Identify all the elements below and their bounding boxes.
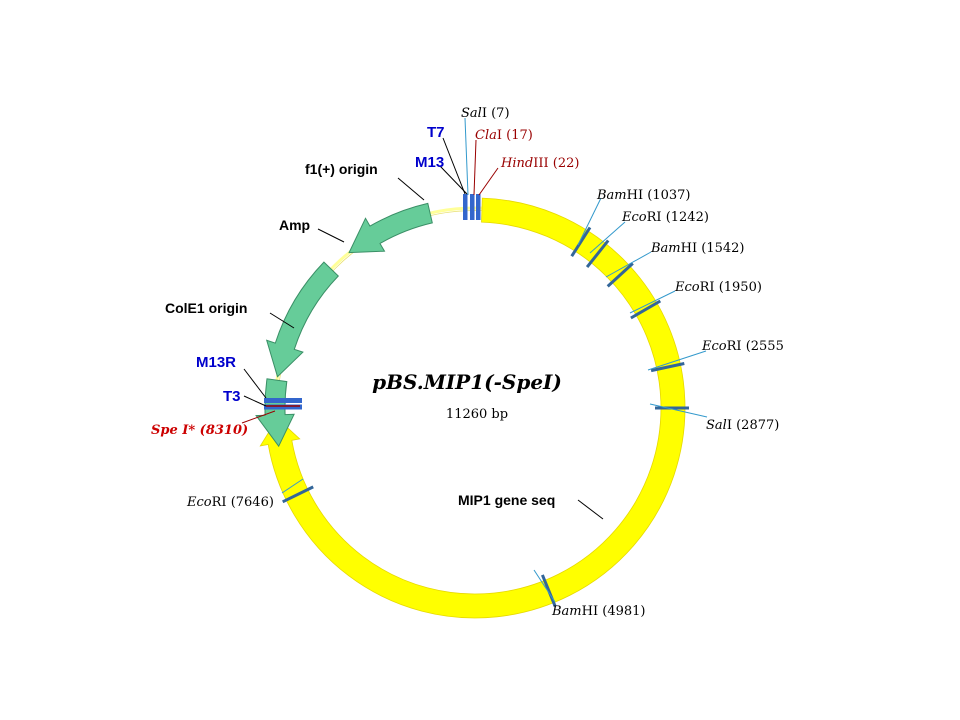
- cole1-origin-arrow: [255, 378, 295, 448]
- site-pos: (1950): [719, 280, 762, 295]
- leader-f1-origin: [397, 177, 425, 201]
- insert-arc: [259, 197, 686, 619]
- leader-m13r: [243, 368, 267, 399]
- f1-origin-arrow: [348, 202, 433, 254]
- site-suffix: I: [482, 106, 487, 121]
- site-name: Eco: [186, 495, 212, 510]
- site-suffix: HI: [681, 241, 697, 256]
- site-name: Bam: [650, 241, 681, 256]
- site-name: Bam: [596, 188, 627, 203]
- site-name: Bam: [551, 604, 582, 619]
- plasmid-size: 11260 bp: [446, 407, 508, 422]
- site-label-ecori-7646: EcoRI (7646): [186, 495, 274, 510]
- m13-primer-label: M13: [415, 154, 444, 171]
- site-pos: (7): [491, 106, 509, 121]
- leader-bamhi-1037: [577, 197, 602, 246]
- site-label-ecori-1950: EcoRI (1950): [674, 280, 762, 295]
- leader-ecori-7646: [281, 478, 304, 494]
- site-suffix: RI: [727, 339, 742, 354]
- leader-hindiii-22: [478, 167, 499, 196]
- t3-primer-label: T3: [223, 388, 241, 405]
- cole1-origin-label: ColE1 origin: [165, 300, 247, 316]
- site-tick-bamhi-1542: [606, 262, 634, 288]
- leader-sali-2877: [649, 403, 708, 418]
- site-suffix: III: [533, 156, 548, 171]
- spei-site-label: Spe I* (8310): [151, 423, 248, 438]
- site-label-sali-7: SalI (7): [461, 106, 510, 121]
- site-tick-ecori-2555: [650, 362, 685, 373]
- site-tick-bamhi-4981: [541, 574, 557, 607]
- t3-primer-block: [264, 404, 302, 410]
- site-name: Eco: [701, 339, 727, 354]
- site-name: Cla: [475, 128, 497, 143]
- site-suffix: HI: [582, 604, 598, 619]
- site-name: Hind: [500, 156, 533, 171]
- site-pos: (22): [553, 156, 580, 171]
- mip1-gene-label: MIP1 gene seq: [458, 492, 555, 508]
- amp-label: Amp: [279, 217, 310, 233]
- leader-clai-17: [473, 139, 477, 196]
- site-suffix: I: [727, 418, 732, 433]
- leader-t7: [442, 137, 466, 195]
- site-pos: (17): [506, 128, 533, 143]
- site-tick-ecori-1950: [630, 299, 662, 320]
- site-name: Sal: [461, 106, 482, 121]
- site-label-bamhi-1542: BamHI (1542): [650, 241, 745, 256]
- site-suffix: RI: [647, 210, 662, 225]
- site-suffix: I: [497, 128, 502, 143]
- site-label-bamhi-1037: BamHI (1037): [596, 188, 691, 203]
- site-name: Eco: [621, 210, 647, 225]
- site-label-ecori-1242: EcoRI (1242): [621, 210, 709, 225]
- m13r-primer-block: [264, 398, 302, 403]
- amp-arrow: [265, 261, 340, 378]
- leader-sali-7: [464, 117, 469, 196]
- site-pos: (2877): [736, 418, 779, 433]
- leader-ecori-1950: [629, 290, 676, 314]
- t7-primer-block: [463, 194, 468, 220]
- hindiii-site-block: [476, 194, 481, 220]
- plasmid-name: pBS.MIP1(-SpeI): [372, 370, 562, 394]
- site-suffix: RI: [212, 495, 227, 510]
- site-pos: (1542): [701, 241, 744, 256]
- site-pos: (1242): [666, 210, 709, 225]
- site-pos: (4981): [602, 604, 645, 619]
- leader-t3: [243, 395, 267, 407]
- leader-ecori-1242: [589, 221, 626, 254]
- t7-primer-label: T7: [427, 124, 445, 141]
- site-name: Eco: [674, 280, 700, 295]
- site-tick-ecori-1242: [585, 239, 610, 269]
- leader-ecori-2555: [647, 350, 707, 371]
- site-suffix: RI: [700, 280, 715, 295]
- site-label-bamhi-4981: BamHI (4981): [551, 604, 646, 619]
- site-pos: (1037): [647, 188, 690, 203]
- m13r-primer-label: M13R: [196, 354, 236, 371]
- leader-cole1-origin: [269, 312, 295, 329]
- leader-bamhi-1542: [605, 251, 652, 278]
- leader-spei-8310: [241, 410, 276, 424]
- leader-mip1-gene: [577, 499, 604, 520]
- site-label-hindiii-22: HindIII (22): [500, 156, 579, 171]
- site-label-ecori-2555: EcoRI (2555: [701, 339, 784, 354]
- site-label-sali-2877: SalI (2877): [706, 418, 779, 433]
- site-tick-bamhi-1037: [570, 226, 592, 258]
- site-name: Sal: [706, 418, 727, 433]
- leader-amp: [317, 228, 345, 243]
- site-label-clai-17: ClaI (17): [475, 128, 533, 143]
- m13-primer-block: [470, 194, 475, 220]
- site-pos: (7646): [231, 495, 274, 510]
- site-pos: (2555: [746, 339, 784, 354]
- site-tick-ecori-7646: [282, 485, 314, 504]
- leader-m13: [439, 165, 468, 195]
- site-suffix: HI: [627, 188, 643, 203]
- f1-origin-label: f1(+) origin: [305, 161, 378, 177]
- leader-bamhi-4981: [533, 569, 556, 603]
